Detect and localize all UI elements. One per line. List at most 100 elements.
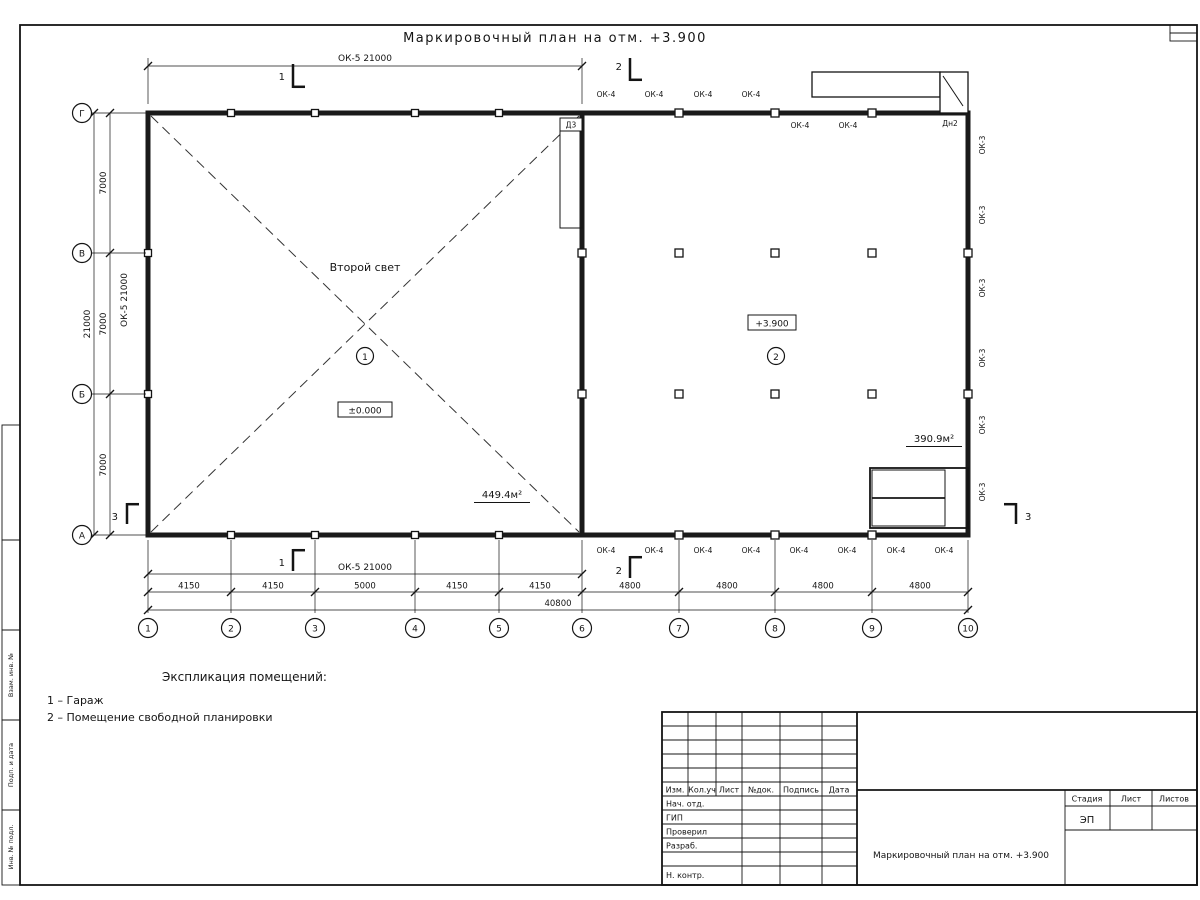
section-1-label: 1 [279,558,285,569]
title-block: Изм. Кол.уч Лист №док. Подпись Дата Нач.… [661,711,1198,886]
corner-stair [869,467,969,529]
section-2-label: 2 [616,566,622,577]
section-1-label: 1 [279,72,285,83]
dim-left-span: 7000 [99,171,109,194]
axis-col-label: 8 [772,625,778,635]
room1-label: Второй свет [330,261,401,274]
titleblock-col-izm: Изм. [666,786,685,795]
legend-item: 1 – Гараж [47,694,104,707]
window-label-ok4: ОК-4 [742,90,761,99]
columns-right-room [577,108,973,540]
axis-col-label: 10 [962,625,974,635]
window-labels-top: ОК-4 ОК-4 ОК-4 ОК-4 ОК-4 ОК-4 Дн2 [597,90,958,130]
dim-left-ok5: ОК-5 21000 [120,273,130,327]
window-label-ok4: ОК-4 [935,546,954,555]
titleblock-col-ndok: №док. [748,786,774,795]
dim-left-span: 7000 [99,453,109,476]
titleblock-list-label: Лист [1121,795,1142,804]
room1-area: 449.4м² [482,490,522,501]
window-labels-right: ОК-3 ОК-3 ОК-3 ОК-3 ОК-3 ОК-3 [978,135,987,501]
axis-col-label: 9 [869,625,875,635]
room-1-annotations: Второй свет 1 ±0.000 449.4м² [330,261,530,503]
window-label-ok4: ОК-4 [838,546,857,555]
titleblock-stage-label: Стадия [1072,795,1103,804]
window-label-ok3: ОК-3 [978,278,987,297]
window-label-ok4: ОК-4 [887,546,906,555]
titleblock-doc-title: Маркировочный план на отм. +3.900 [873,851,1049,861]
frame-label-inv: Инв. № подл. [7,825,15,870]
window-label-ok3: ОК-3 [978,135,987,154]
window-label-ok4: ОК-4 [839,121,858,130]
double-height-diagonals [150,115,580,533]
window-label-ok4: ОК-4 [645,546,664,555]
titleblock-col-data: Дата [829,786,850,795]
window-label-ok4: ОК-4 [791,121,810,130]
window-label-ok4: ОК-4 [790,546,809,555]
window-label-ok4: ОК-4 [742,546,761,555]
titleblock-role-gip: ГИП [666,814,683,823]
door-label-dn2: Дн2 [942,119,958,128]
window-label-ok3: ОК-3 [978,348,987,367]
window-label-ok4: ОК-4 [597,546,616,555]
dimensions-top: ОК-5 21000 [143,54,587,104]
window-label-ok4: ОК-4 [694,546,713,555]
section-3-label: 3 [112,512,118,523]
section-markers: 1 1 2 2 3 3 [112,58,1031,578]
titleblock-col-list: Лист [719,786,740,795]
legend: Экспликация помещений: 1 – Гараж 2 – Пом… [47,670,327,724]
room2-tag-circle [766,346,786,366]
dim-span: 4150 [178,582,200,592]
titleblock-role-razrab: Разраб. [666,842,697,851]
room1-tag-circle [355,346,375,366]
frame-side-column: Взам. инв. № Подп. и дата Инв. № подл. [1,424,21,886]
room1-level-box [337,401,393,418]
axis-col-label: 4 [412,625,418,635]
titleblock-col-podpis: Подпись [783,786,819,795]
dim-left-span: 7000 [99,312,109,335]
axis-col-label: 1 [145,625,151,635]
dim-span: 4150 [446,582,468,592]
axis-markers-bottom: 1 2 3 4 5 6 7 8 9 10 [137,617,979,639]
window-label-ok4: ОК-4 [597,90,616,99]
titleblock-stage-value: ЭП [1080,815,1095,826]
axis-row-label: А [79,532,86,542]
axis-row-label: В [79,250,85,260]
room1-level: ±0.000 [348,407,382,417]
dim-left-total: 21000 [83,309,93,338]
legend-item: 2 – Помещение свободной планировки [47,711,273,724]
titleblock-role-nach: Нач. отд. [666,800,704,809]
titleblock-role-nkontr: Н. контр. [666,871,704,880]
frame-label-podp: Подп. и дата [7,743,15,787]
room2-number: 2 [773,353,779,363]
titleblock-listov-label: Листов [1159,795,1189,804]
drawing-title: Маркировочный план на отм. +3.900 [403,31,707,46]
axis-col-label: 3 [312,625,318,635]
window-label-ok3: ОК-3 [978,205,987,224]
stair-d3-label: Д3 [566,121,577,130]
dim-span: 4800 [812,582,834,592]
titleblock-role-prover: Проверил [666,828,707,837]
external-stair [811,71,969,114]
window-label-ok3: ОК-3 [978,482,987,501]
room2-level-box [747,314,797,331]
room-2-annotations: +3.900 2 390.9м² [747,314,962,447]
room1-number: 1 [362,353,368,363]
axis-col-label: 2 [228,625,234,635]
section-2-label: 2 [616,62,622,73]
dim-bottom-ok5: ОК-5 21000 [338,563,392,573]
axis-row-label: Г [79,110,85,120]
dim-span: 4150 [529,582,551,592]
dim-top-ok5: ОК-5 21000 [338,54,392,64]
titleblock-col-koluch: Кол.уч [688,786,716,795]
section-3-label: 3 [1025,512,1031,523]
room2-area: 390.9м² [914,434,954,445]
pilasters-left-room [143,108,504,540]
dim-span: 4150 [262,582,284,592]
window-label-ok3: ОК-3 [978,415,987,434]
dim-span: 5000 [354,582,376,592]
window-label-ok4: ОК-4 [645,90,664,99]
dim-span: 4800 [909,582,931,592]
axis-col-label: 6 [579,625,585,635]
